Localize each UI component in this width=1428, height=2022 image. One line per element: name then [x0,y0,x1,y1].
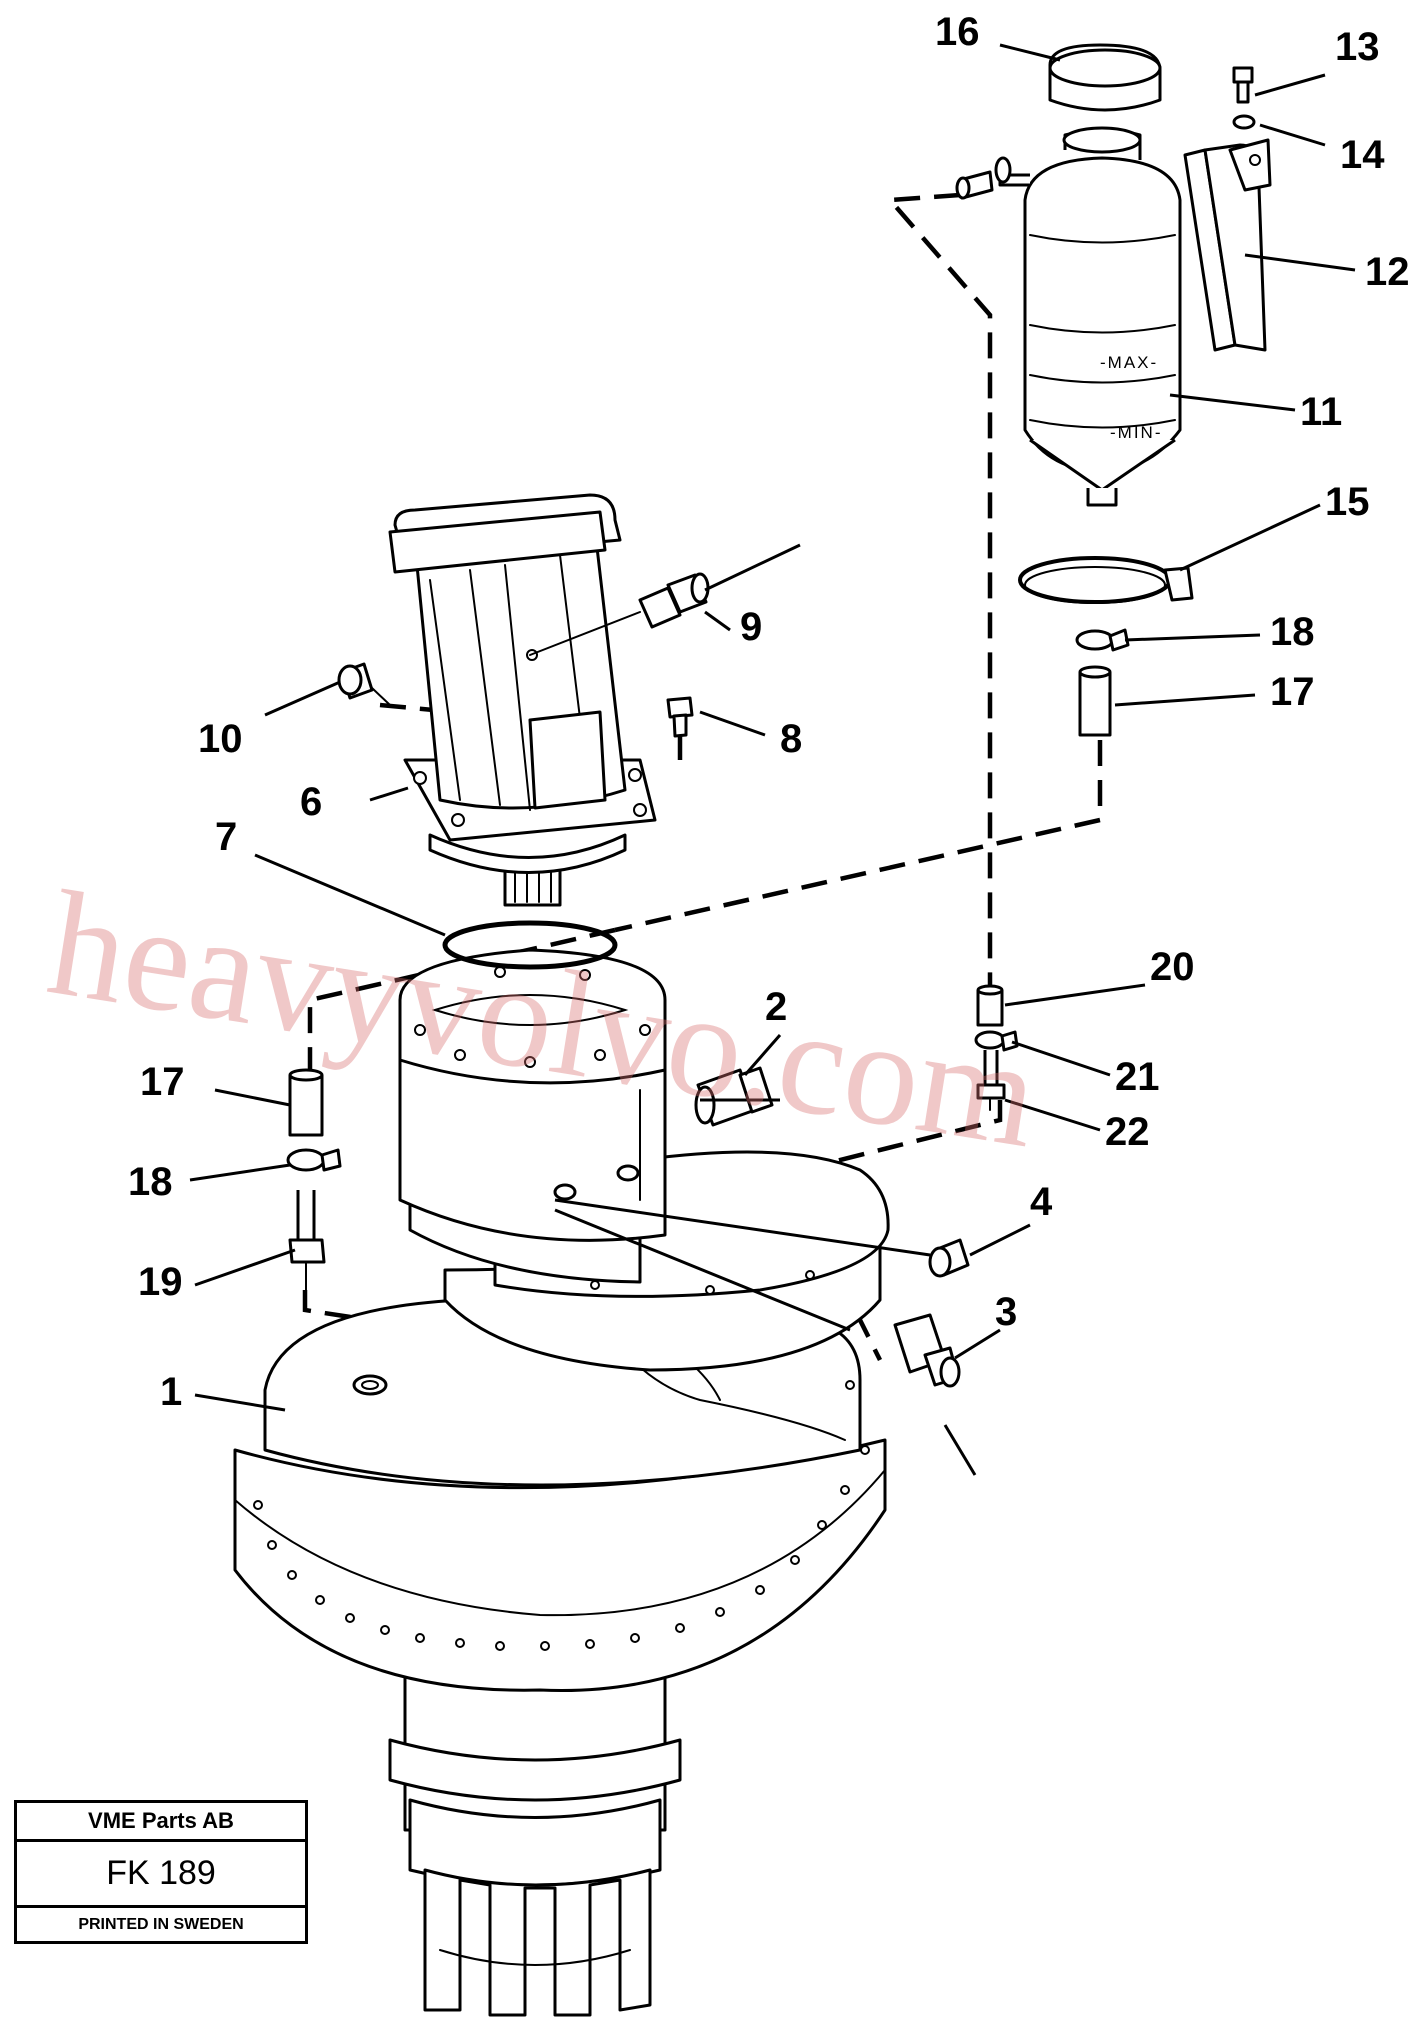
stamp-printed-in: PRINTED IN SWEDEN [78,1916,244,1933]
callout-11: 11 [1300,390,1342,434]
callout-4: 4 [1030,1180,1053,1224]
bracket-12 [1183,138,1272,352]
title-stamp: VME Parts AB FK 189 PRINTED IN SWEDEN [14,1800,308,1944]
fitting-2 [694,1066,774,1127]
screw-8 [666,696,694,738]
callout-10: 10 [198,717,243,761]
hose-clamp-15 [1018,556,1194,604]
clip-18-upper [1075,628,1130,652]
plug-10 [337,662,391,706]
callout-19: 19 [138,1260,183,1304]
leader-lines [189,43,1356,1476]
tank-cap-16 [1048,43,1162,112]
callout-8: 8 [780,717,802,761]
screw-13 [1232,66,1254,104]
callout-18-upper: 18 [1270,610,1315,654]
clip-21 [974,1030,1019,1052]
oil-tank-11: -MAX- -MIN- [955,126,1182,507]
callout-9: 9 [740,605,762,649]
nipple-22 [976,1050,1006,1111]
callout-22: 22 [1105,1110,1150,1154]
callout-3: 3 [995,1290,1017,1334]
tank-min-mark: -MIN- [1110,423,1162,442]
nipple-19 [288,1190,326,1291]
stamp-figure-code: FK 189 [17,1841,305,1908]
callout-13: 13 [1335,25,1380,69]
hose-17-lower [288,1068,324,1137]
callout-6: 6 [300,780,322,824]
callout-15: 15 [1325,480,1370,524]
callout-1: 1 [160,1370,182,1414]
hydraulic-motor-6 [388,493,657,907]
callout-2: 2 [765,985,787,1029]
flange-bolt-holes [253,1380,870,1651]
callout-20: 20 [1150,945,1195,989]
callout-12: 12 [1365,250,1410,294]
callout-14: 14 [1340,133,1385,177]
grease-nipple-4 [928,1238,970,1278]
callout-17-upper: 17 [1270,670,1315,714]
callout-7: 7 [215,815,237,859]
swing-gearbox-housing [233,1292,887,2017]
callout-17-lower: 17 [140,1060,185,1104]
washer-14 [1232,114,1256,130]
hose-17-upper [1078,665,1112,737]
tank-max-mark: -MAX- [1100,353,1158,372]
fitting-3 [893,1313,961,1388]
callout-18-lower: 18 [128,1160,173,1204]
o-ring-7 [442,920,618,970]
callout-21: 21 [1115,1055,1160,1099]
motor-adapter-housing [398,948,667,1242]
fitting-9 [529,572,710,656]
callout-16: 16 [935,10,980,54]
clip-18-lower [286,1148,342,1172]
callout-labels: 16 13 14 12 11 15 18 17 9 10 8 6 7 20 2 … [128,10,1410,1414]
stamp-company: VME Parts AB [17,1803,305,1842]
hose-20 [976,984,1004,1027]
